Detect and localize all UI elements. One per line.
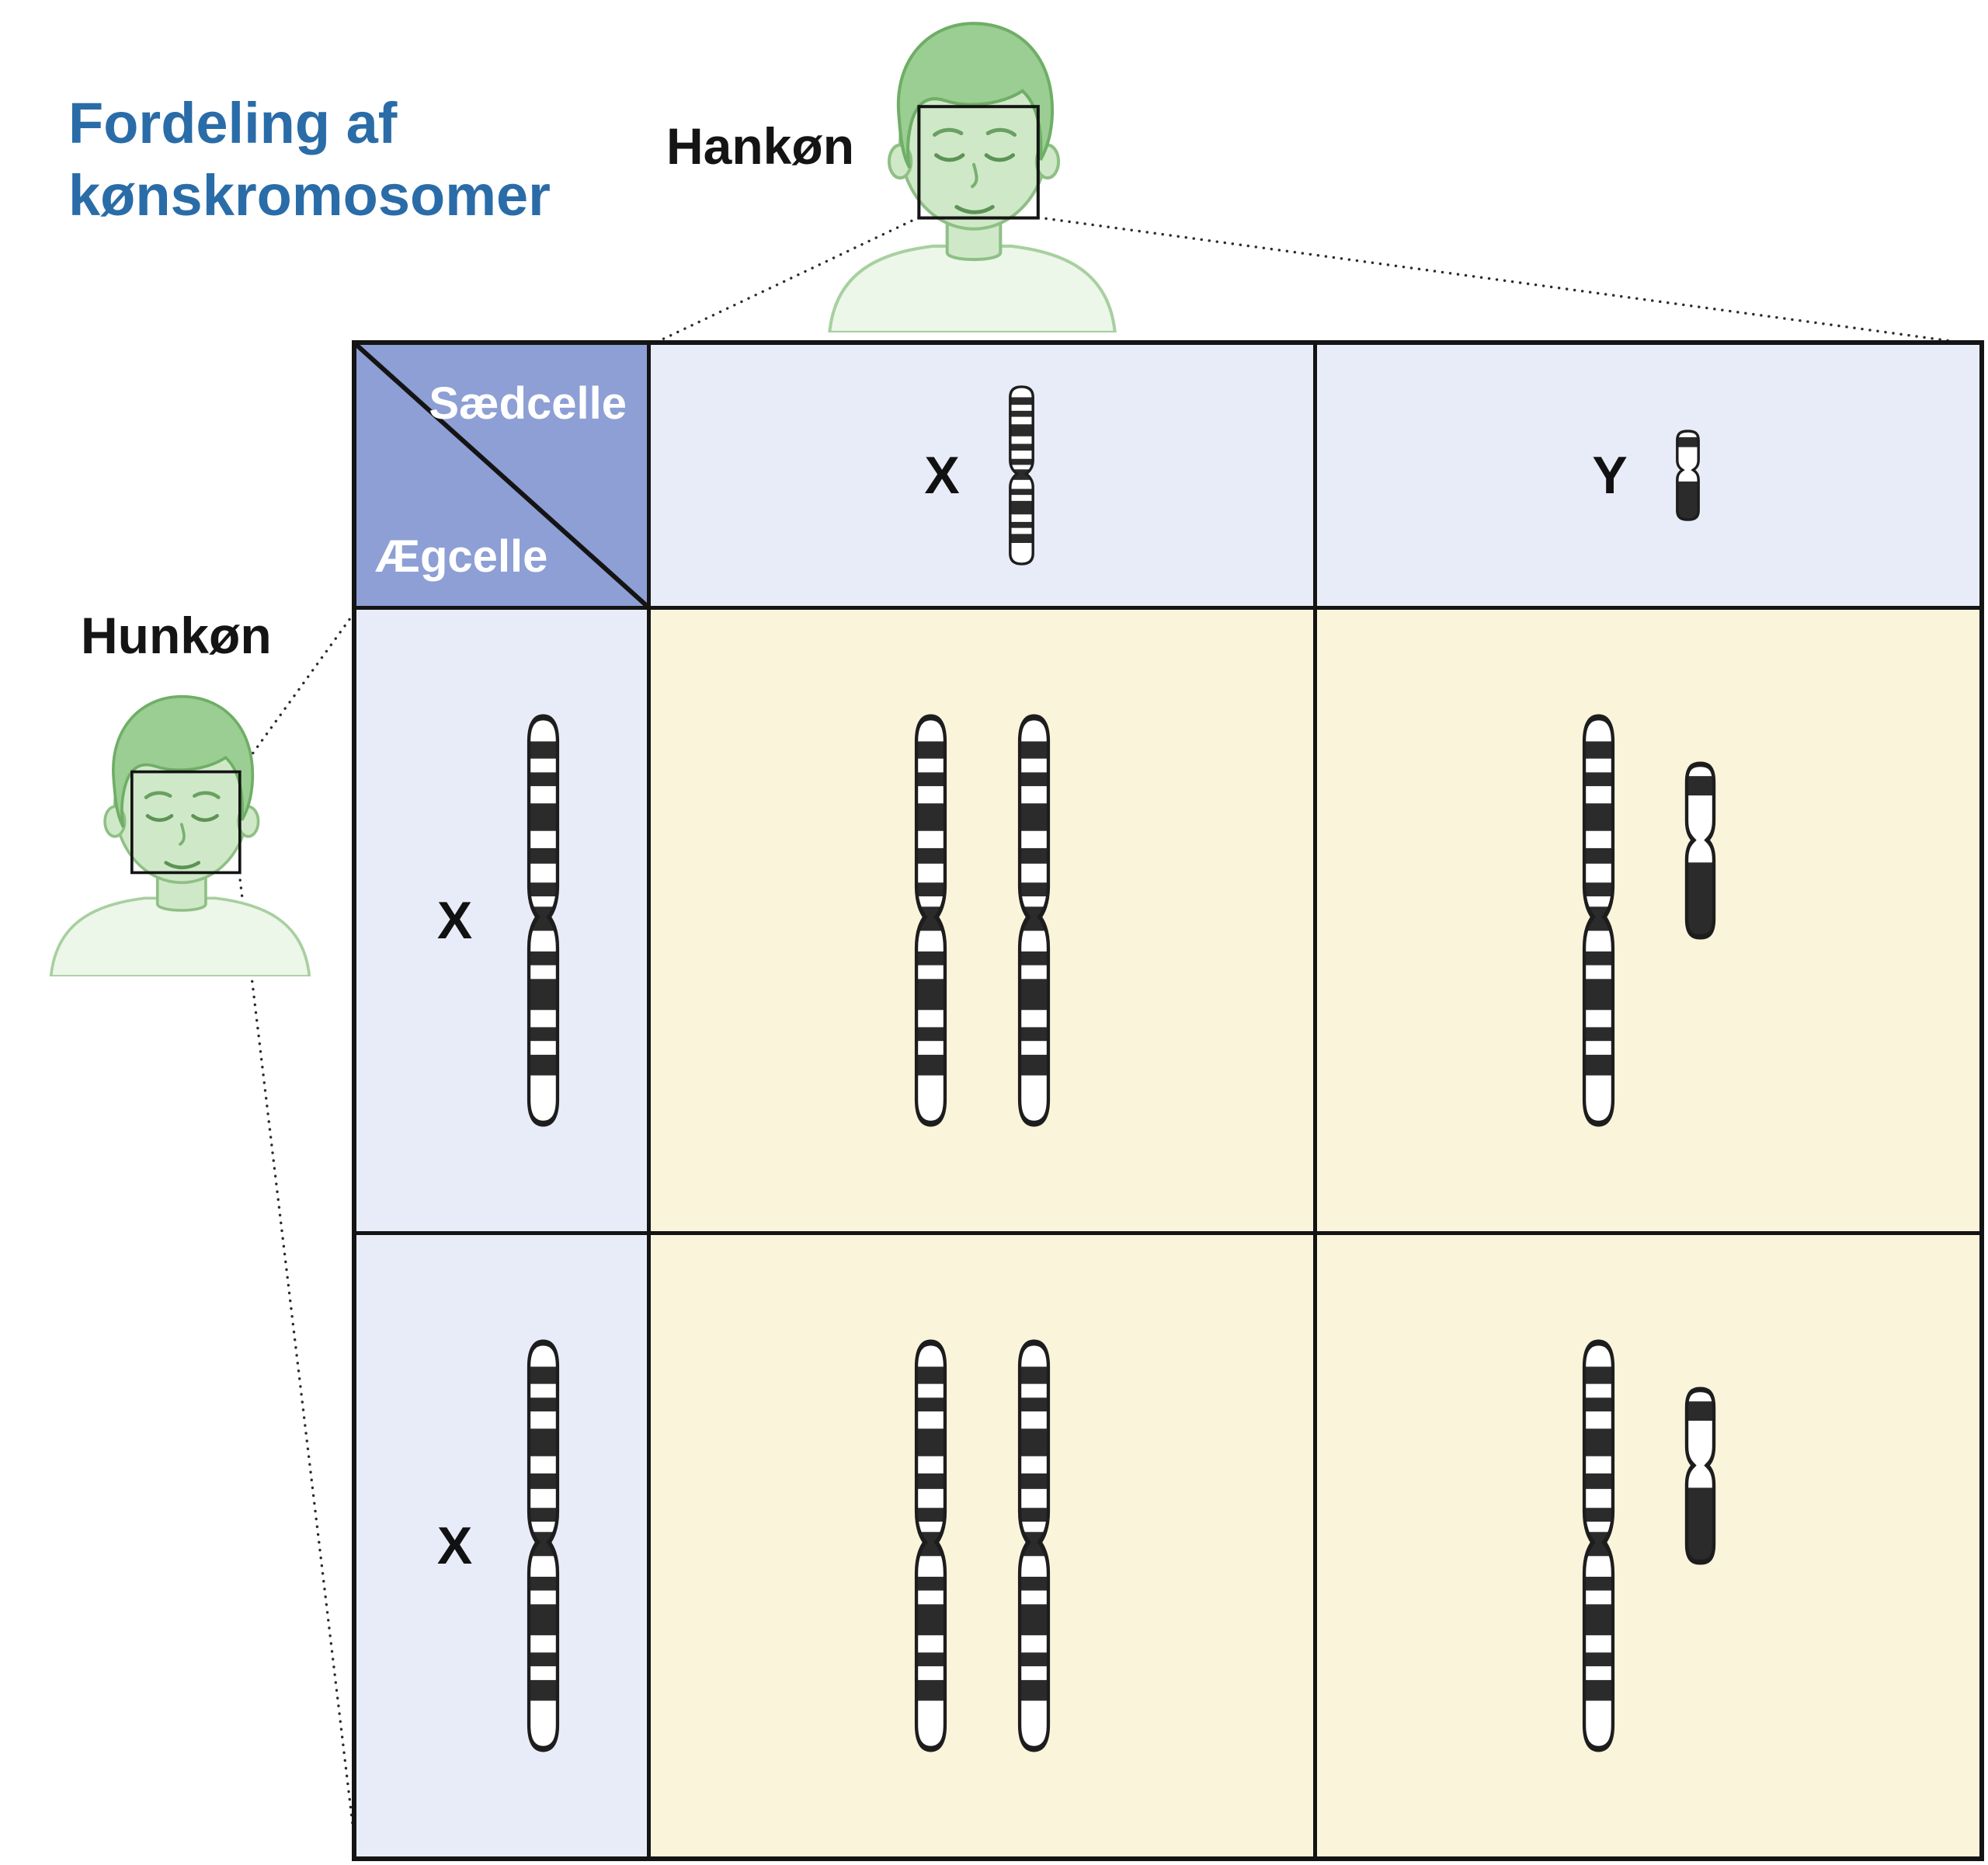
x-chromosome-icon [1011,1339,1057,1752]
corner-cell: Sædcelle Ægcelle [356,345,647,606]
egg-x-symbol-1: X [436,891,473,950]
corner-diagonal-line [356,345,647,606]
x-chromosome-icon [1576,714,1621,1127]
y-chromosome-icon [1671,430,1705,521]
x-chromosome-icon [908,1339,954,1752]
offspring-cell-xy-2 [1317,1235,1979,1856]
sperm-x-chromosomes [1003,385,1040,565]
x-chromosome-icon [908,714,954,1127]
sperm-y-cell: Y [1317,345,1979,606]
page-title: Fordeling af kønskromosomer [68,91,551,228]
male-figure [808,11,1137,332]
egg-x-chromosomes-2 [520,1339,566,1752]
sperm-x-symbol: X [924,446,960,505]
offspring-cell-xy-1 [1317,610,1979,1231]
egg-x-chromosomes-1 [520,714,566,1127]
sperm-x-cell: X [651,345,1313,606]
sperm-y-chromosomes [1671,430,1705,521]
x-chromosome-icon [520,1339,566,1752]
offspring-cell-xx-2 [651,1235,1313,1856]
offspring-xx-chromosomes-2 [908,1339,1057,1752]
female-figure [31,685,329,976]
offspring-cell-xx-1 [651,610,1313,1231]
male-connector-right [1037,216,1981,346]
offspring-xy-chromosomes-2 [1576,1339,1722,1752]
x-chromosome-icon [1576,1339,1621,1752]
x-chromosome-icon [1003,385,1040,565]
female-label: Hunkøn [81,607,272,664]
y-chromosome-icon [1679,761,1722,940]
offspring-xy-chromosomes-1 [1576,714,1722,1127]
female-connector-bottom [238,871,358,1858]
egg-x-cell-2: X [356,1235,647,1856]
sperm-cell-label: Sædcelle [429,378,627,429]
egg-x-symbol-2: X [436,1516,473,1575]
punnett-square: Sædcelle Ægcelle X Y X X [352,340,1984,1861]
y-chromosome-icon [1679,1387,1722,1565]
egg-cell-label: Ægcelle [375,531,548,582]
x-chromosome-icon [1011,714,1057,1127]
offspring-xx-chromosomes-1 [908,714,1057,1127]
sperm-y-symbol: Y [1592,446,1628,505]
egg-x-cell-1: X [356,610,647,1231]
x-chromosome-icon [520,714,566,1127]
male-label: Hankøn [666,117,855,175]
